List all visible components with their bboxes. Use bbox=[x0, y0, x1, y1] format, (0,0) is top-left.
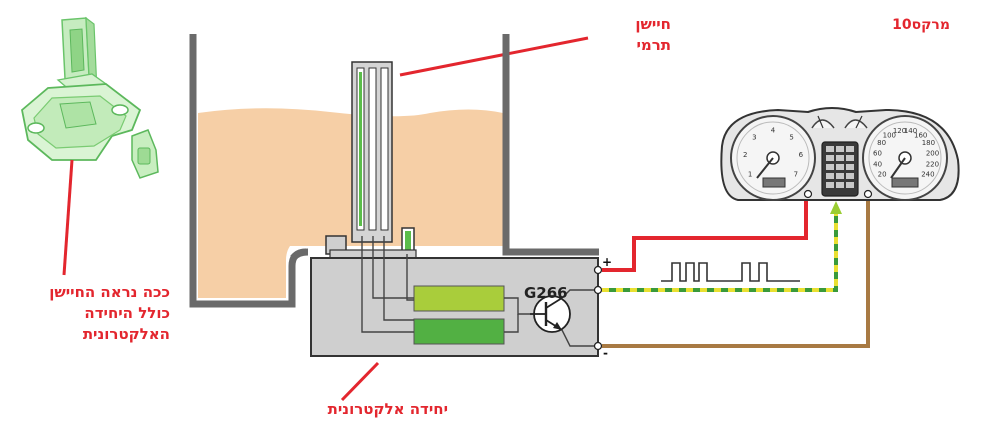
level-block-bottom bbox=[413, 318, 505, 345]
cluster-label: מרקס10 bbox=[892, 17, 950, 33]
component-label: G266 bbox=[524, 284, 568, 302]
positive-wire bbox=[602, 194, 808, 272]
wires bbox=[602, 194, 870, 348]
tachometer-number: 1 bbox=[748, 171, 752, 179]
unit-pointer-line bbox=[340, 361, 380, 402]
speedometer-number: 40 bbox=[873, 161, 882, 169]
sensor-desc-line2: כולל היחידה bbox=[84, 304, 170, 322]
signal-wire bbox=[602, 212, 838, 292]
electronic-unit-label: יחידה אלקטרונית bbox=[328, 400, 448, 418]
plus-terminal-label: + bbox=[602, 255, 612, 269]
speedometer-number: 60 bbox=[873, 149, 882, 157]
tachometer-number: 3 bbox=[752, 134, 756, 142]
sensor-desc-line3: האלקטרונית bbox=[83, 325, 170, 343]
negative-wire bbox=[602, 194, 870, 348]
speedometer-number: 120 bbox=[893, 127, 906, 135]
sensor-illustration bbox=[21, 16, 159, 179]
speedometer-number: 100 bbox=[883, 131, 896, 139]
speedometer-number: 20 bbox=[878, 171, 887, 179]
minus-terminal-label: - bbox=[603, 346, 608, 360]
tachometer-number: 7 bbox=[794, 171, 798, 179]
thermal-sensor-label-line2: תרמי bbox=[636, 36, 671, 54]
speedometer-number: 200 bbox=[926, 149, 939, 157]
level-block-top bbox=[413, 285, 505, 312]
speedometer-number: 180 bbox=[922, 139, 935, 147]
speedometer-number: 80 bbox=[877, 139, 886, 147]
sensor-desc-line1: ככה נראה החיישן bbox=[49, 283, 170, 301]
electronic-unit: G266 + - bbox=[310, 236, 612, 360]
thermal-sensor-label-line1: חיישן bbox=[635, 15, 671, 33]
thermal-pointer-line bbox=[399, 36, 589, 77]
pulse-signal bbox=[661, 262, 800, 282]
speedometer-number: 160 bbox=[914, 131, 927, 139]
tachometer-numbers: 1 2 3 4 5 6 7 bbox=[743, 127, 804, 179]
speedometer-number: 220 bbox=[926, 161, 939, 169]
tachometer-number: 5 bbox=[789, 134, 793, 142]
oil-fill bbox=[198, 108, 503, 298]
tachometer-number: 4 bbox=[771, 127, 776, 135]
speedometer-number: 140 bbox=[904, 127, 917, 135]
sensor-pointer-line bbox=[62, 159, 74, 276]
tachometer-number: 6 bbox=[799, 151, 804, 159]
tachometer-number: 2 bbox=[743, 151, 747, 159]
oil-tank bbox=[189, 34, 599, 308]
speedometer-number: 240 bbox=[921, 171, 934, 179]
